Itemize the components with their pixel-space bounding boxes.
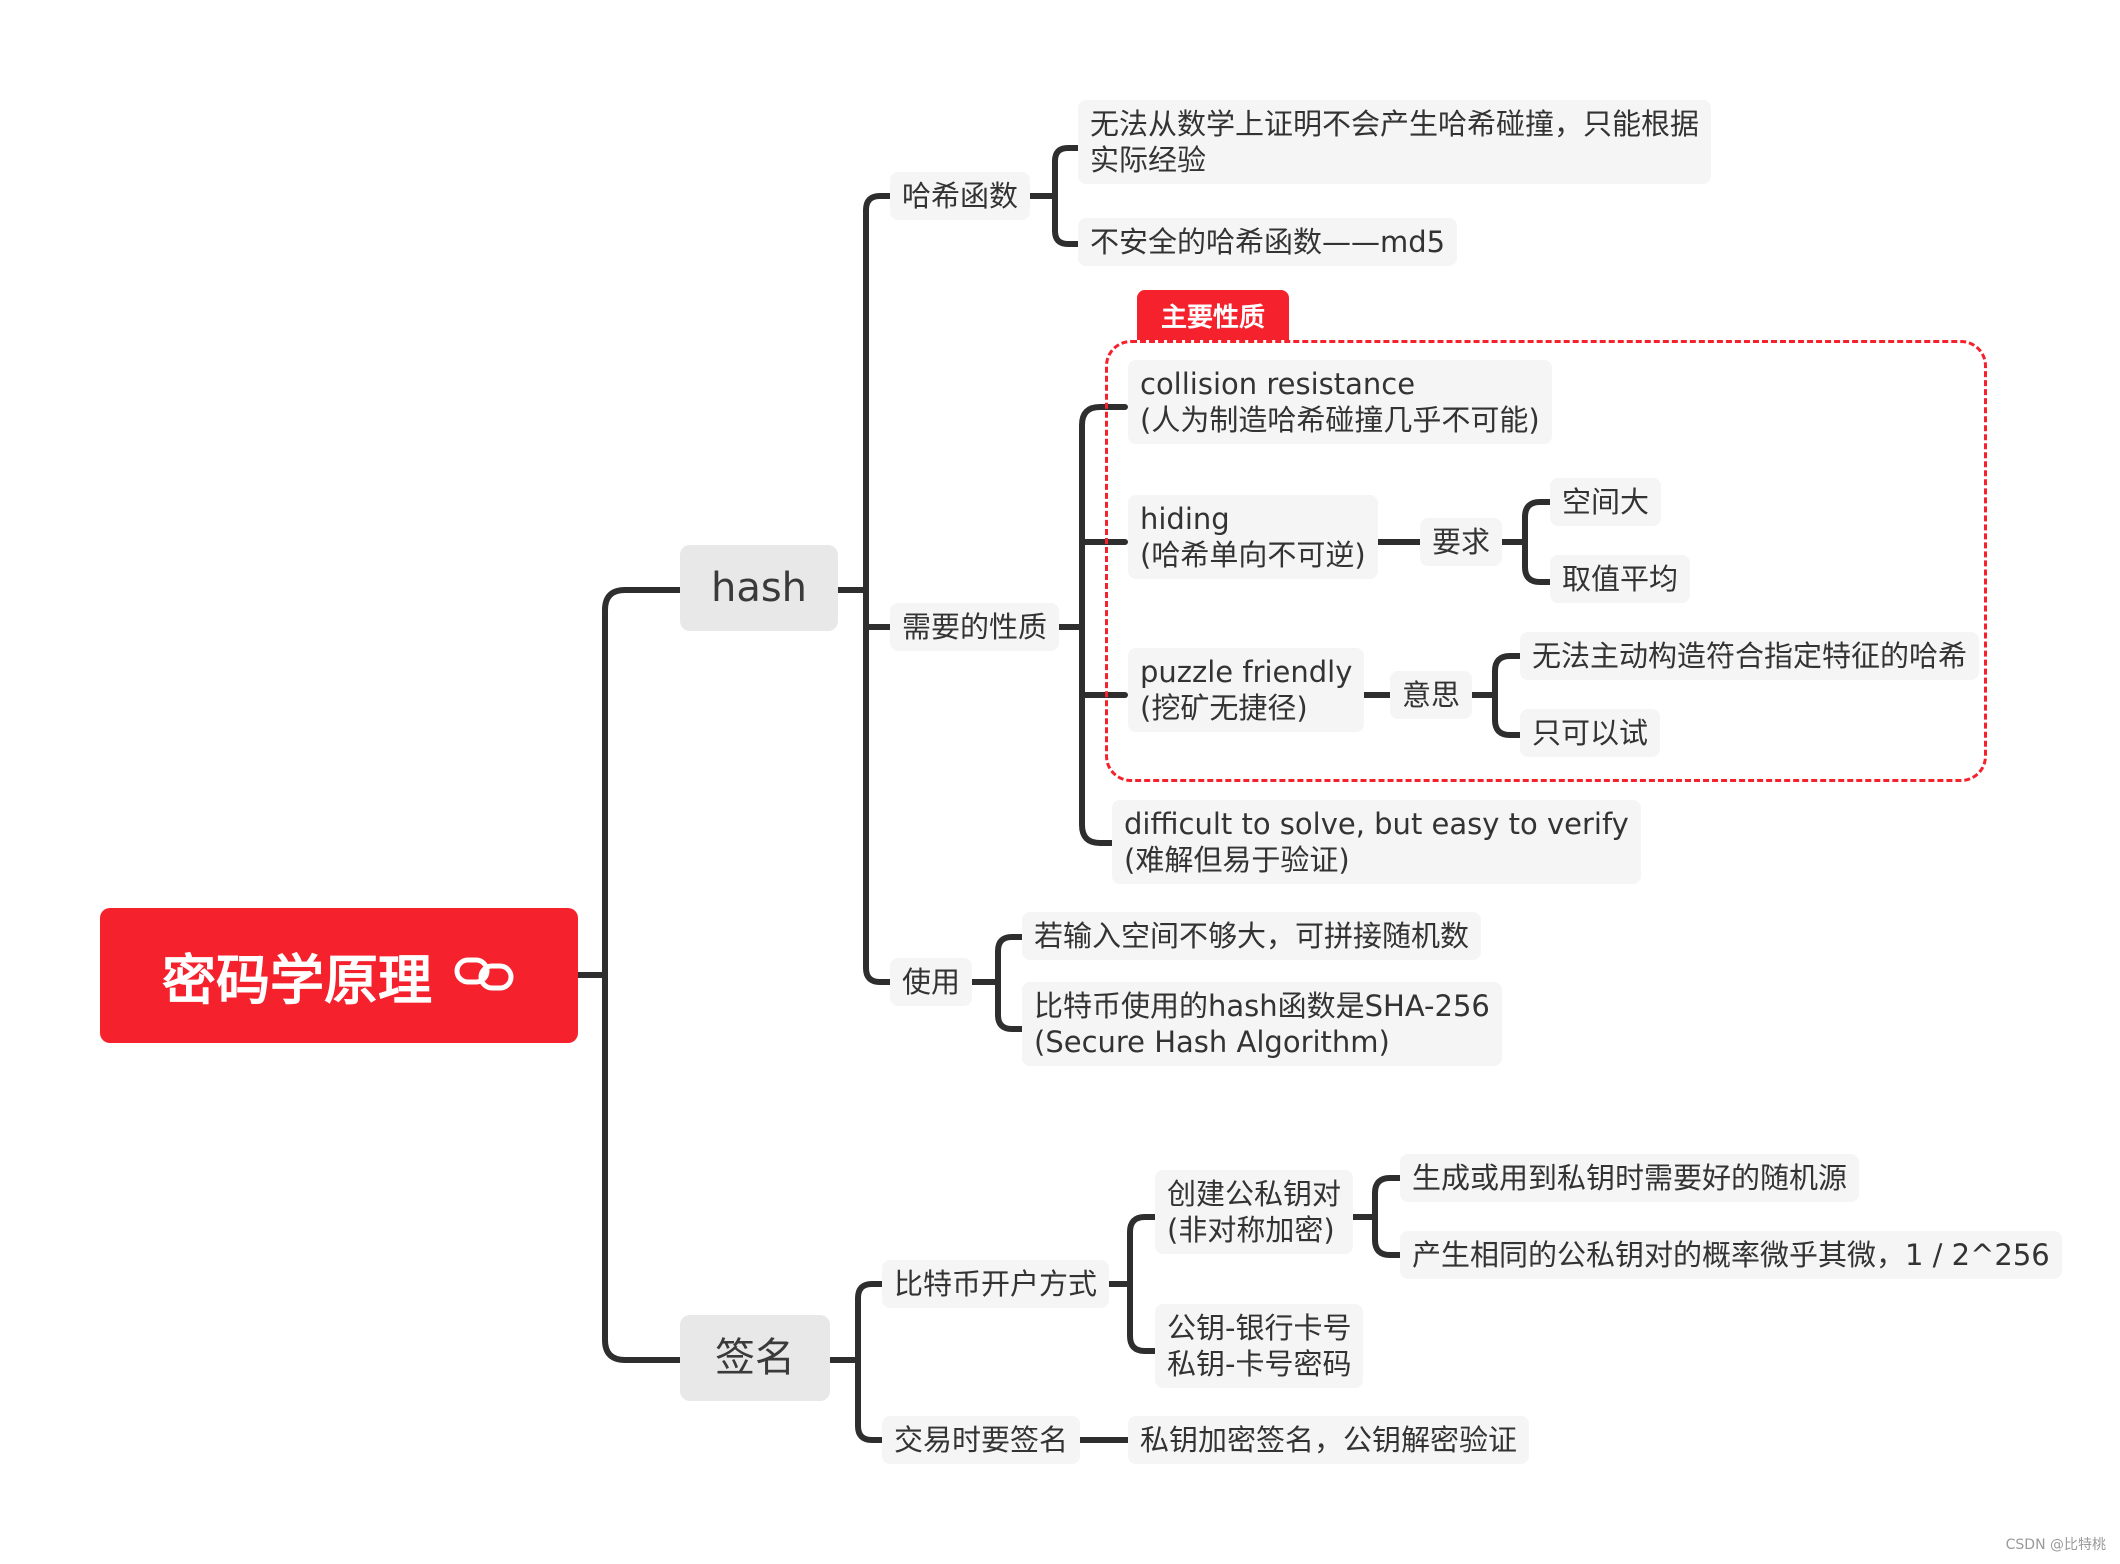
topic-sign[interactable]: 签名	[680, 1315, 830, 1401]
requirement-large-space[interactable]: 空间大	[1550, 478, 1662, 526]
meaning-cannot-construct[interactable]: 无法主动构造符合指定特征的哈希	[1520, 632, 1980, 680]
puzzle-desc: (挖矿无捷径)	[1140, 691, 1308, 725]
transaction-sign-verify[interactable]: 私钥加密签名，公钥解密验证	[1128, 1416, 1530, 1464]
topic-properties[interactable]: 需要的性质	[890, 603, 1060, 651]
collision-desc: (人为制造哈希碰撞几乎不可能)	[1140, 403, 1540, 437]
watermark: CSDN @比特桃	[2005, 1537, 2106, 1553]
note-md5[interactable]: 不安全的哈希函数——md5	[1078, 218, 1458, 266]
hiding-desc: (哈希单向不可逆)	[1140, 538, 1366, 572]
topic-hash[interactable]: hash	[680, 545, 838, 631]
property-puzzle-friendly[interactable]: puzzle friendly (挖矿无捷径)	[1128, 648, 1365, 732]
difficult-desc: (难解但易于验证)	[1124, 843, 1350, 877]
property-collision-resistance[interactable]: collision resistance (人为制造哈希碰撞几乎不可能)	[1128, 360, 1552, 444]
topic-meaning[interactable]: 意思	[1390, 671, 1473, 719]
collision-title: collision resistance	[1140, 367, 1416, 401]
link-icon[interactable]	[454, 944, 516, 1007]
topic-transaction-sign[interactable]: 交易时要签名	[882, 1416, 1081, 1464]
keypair-line2: (非对称加密)	[1167, 1213, 1335, 1247]
sha256-line1: 比特币使用的hash函数是SHA-256	[1034, 989, 1490, 1023]
meaning-only-try[interactable]: 只可以试	[1520, 709, 1661, 757]
usage-concat-random[interactable]: 若输入空间不够大，可拼接随机数	[1022, 912, 1482, 960]
keypair-line1: 创建公私钥对	[1167, 1177, 1342, 1211]
root-topic[interactable]: 密码学原理	[100, 908, 578, 1043]
main-properties-frame	[1105, 340, 1987, 782]
note-no-proof-line2: 实际经验	[1090, 143, 1207, 177]
keypair-probability[interactable]: 产生相同的公私钥对的概率微乎其微，1 / 2^256	[1400, 1231, 2062, 1279]
analogy-line1: 公钥-银行卡号	[1167, 1311, 1352, 1345]
requirement-uniform[interactable]: 取值平均	[1550, 555, 1691, 603]
topic-hash-function[interactable]: 哈希函数	[890, 172, 1031, 220]
root-label: 密码学原理	[162, 949, 432, 1012]
topic-requirement[interactable]: 要求	[1420, 518, 1503, 566]
topic-account-method[interactable]: 比特币开户方式	[882, 1260, 1110, 1308]
main-properties-tag: 主要性质	[1137, 290, 1289, 340]
topic-usage[interactable]: 使用	[890, 958, 973, 1006]
sha256-line2: (Secure Hash Algorithm)	[1034, 1025, 1390, 1059]
analogy-line2: 私钥-卡号密码	[1167, 1347, 1352, 1381]
usage-sha256[interactable]: 比特币使用的hash函数是SHA-256 (Secure Hash Algori…	[1022, 982, 1502, 1066]
hiding-title: hiding	[1140, 502, 1230, 536]
keypair-random-source[interactable]: 生成或用到私钥时需要好的随机源	[1400, 1154, 1860, 1202]
note-no-proof[interactable]: 无法从数学上证明不会产生哈希碰撞，只能根据 实际经验	[1078, 100, 1712, 184]
puzzle-title: puzzle friendly	[1140, 655, 1353, 689]
key-analogy[interactable]: 公钥-银行卡号 私钥-卡号密码	[1155, 1304, 1364, 1388]
property-difficult-solve[interactable]: difficult to solve, but easy to verify (…	[1112, 800, 1641, 884]
note-no-proof-line1: 无法从数学上证明不会产生哈希碰撞，只能根据	[1090, 107, 1700, 141]
topic-create-keypair[interactable]: 创建公私钥对 (非对称加密)	[1155, 1170, 1354, 1254]
difficult-title: difficult to solve, but easy to verify	[1124, 807, 1629, 841]
property-hiding[interactable]: hiding (哈希单向不可逆)	[1128, 495, 1378, 579]
